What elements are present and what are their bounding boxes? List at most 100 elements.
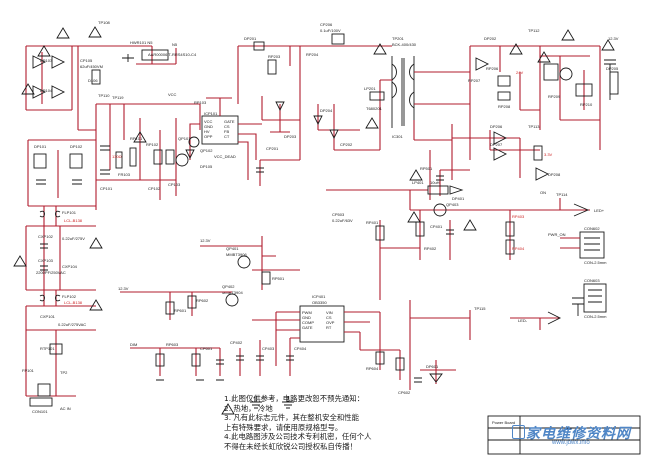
cxp101-label: CXP101: [40, 314, 56, 319]
qp101-label: QP101: [178, 136, 191, 141]
rtp101-label: RTP101: [40, 346, 55, 351]
cxp103-label: CXP103: [38, 258, 54, 263]
fr103-label: FR103: [118, 172, 131, 177]
warning-icon: [89, 237, 103, 249]
v12-label: 12.3V: [608, 36, 619, 41]
rp404-label: RP404: [512, 246, 525, 251]
tp114-label: TP114: [556, 192, 568, 197]
cp101-label: CP101: [100, 186, 113, 191]
warning-icon: [56, 27, 70, 39]
t680201-label: T680201: [366, 106, 383, 111]
qp402-symbol: [225, 293, 239, 307]
rp208-label: RP208: [498, 104, 511, 109]
con101-label: CON101: [32, 409, 48, 414]
rp601-label: RP601: [174, 308, 187, 313]
hot-ground-icon: [250, 396, 262, 409]
led-driver-section: LED+ TP114 CP503 0.22uF/63V LP401 10uH D…: [118, 180, 605, 395]
tp108-label: TP108: [98, 20, 111, 25]
dp105-label: DP105: [200, 164, 213, 169]
qp401-label: QP401: [226, 246, 239, 251]
note-line-1: 1.此图仅供参考，电路更改恕不预先通知：: [224, 394, 365, 403]
warning-icon: [373, 43, 387, 55]
cp103-label: CP103: [168, 182, 181, 187]
warning-icon: [88, 26, 102, 38]
cxp104-value: 2200PF/250VAC: [36, 270, 66, 275]
con602-label: CON602: [584, 226, 600, 231]
rp403-label: RP403: [512, 214, 525, 219]
cp402-label: CP402: [230, 340, 243, 345]
warning-icon: [409, 169, 423, 181]
con101-connector: [29, 397, 53, 407]
cp206-value: 0.1uF/100V: [320, 28, 341, 33]
schematic-notes: 1.此图仅供参考，电路更改恕不预先通知： 2. 热地， 冷地 3. 凡有此标志元…: [224, 394, 499, 452]
flp101-label: FLP101: [62, 210, 77, 215]
lp201-label: LP201: [364, 86, 376, 91]
title-block: Power Board: [487, 415, 641, 455]
qp102-symbol: [188, 136, 200, 148]
warning-icon: [21, 83, 35, 95]
note-line-2: 2. 热地， 冷地: [224, 403, 273, 413]
con602-value: CON-2.5mm: [584, 260, 607, 265]
qp402-value: MMBT3904: [222, 290, 243, 295]
warning-icon: [89, 299, 103, 311]
rp603-label: RP603: [166, 342, 179, 347]
cxp101-value: 0.22uF/275VAC: [58, 322, 86, 327]
bck-label: BCK-400/430: [392, 42, 417, 47]
watermark-logo-icon: [512, 425, 525, 439]
qp101-symbol: [175, 153, 189, 167]
dp208-label: DP208: [548, 172, 561, 177]
hwr101-label: HWR101 N5: [130, 40, 153, 45]
led-minus-label: LED-: [518, 318, 528, 323]
safety-warning-icons: [13, 26, 615, 415]
dp207-label: DP207: [490, 142, 503, 147]
v12c-label: 12.3V: [118, 286, 129, 291]
ac-in-label: AC IN: [60, 406, 71, 411]
warning-icon: [561, 29, 575, 41]
warning-icon: [407, 211, 421, 223]
tp115-label: TP115: [474, 306, 486, 311]
rp210-label: RP210: [580, 102, 593, 107]
v24-label: 24V: [516, 70, 523, 75]
con603-value: CON-2.5mm: [584, 314, 607, 319]
emi-filter-section: DP101 DP102 FLP101 LCL-B138 CXP102 0.22u…: [22, 139, 96, 414]
v12b-label: 12.3V: [200, 238, 211, 243]
cxp104-label: CXP104: [62, 264, 78, 269]
cp404-label: CP404: [294, 346, 307, 351]
rp604-label: RP604: [366, 366, 379, 371]
qp403-label: QP403: [446, 202, 459, 207]
con603-label: CON603: [584, 278, 600, 283]
pwr-on-label: PWR_ON: [548, 232, 566, 237]
dp401-label: DP401: [452, 196, 465, 201]
cp203-label: DP205: [606, 66, 619, 71]
dp204-label: DP204: [320, 108, 333, 113]
fp101-label: FP101: [22, 368, 35, 373]
tp110-label: TP110: [98, 93, 110, 98]
icp101-label: ICP101: [204, 111, 218, 116]
tp119-label: TP119: [112, 95, 124, 100]
note-line-5: 4.此电路图涉及公司技术专利机密，任何个人: [224, 432, 372, 442]
dp202-label: DP202: [484, 36, 497, 41]
vcc-dead-label: VCC_DEAD: [214, 154, 236, 159]
rp203-label: RP203: [268, 54, 281, 59]
tr101-label: TP2: [60, 370, 68, 375]
lp401-value: 10uH: [430, 180, 440, 185]
cold-ground-icon: [282, 396, 294, 409]
warning-icon: [537, 51, 551, 63]
warning-icon: [463, 219, 477, 231]
rp209-label: RP209: [548, 94, 561, 99]
rp204-label: RP204: [306, 52, 319, 57]
dp103-label: DP103: [40, 58, 53, 63]
icp401-label: ICP401: [312, 294, 326, 299]
warning-icon: [221, 403, 235, 415]
watermark-url: www.jdwx.info: [552, 440, 590, 446]
warning-icon: [133, 131, 147, 143]
vcc-label-1: VCC: [168, 92, 177, 97]
watermark-text: 家电维修资料网: [526, 426, 631, 442]
warning-icon: [13, 255, 27, 267]
cp105-label: CP105: [80, 58, 93, 63]
cp502-label: RP501: [420, 166, 433, 171]
